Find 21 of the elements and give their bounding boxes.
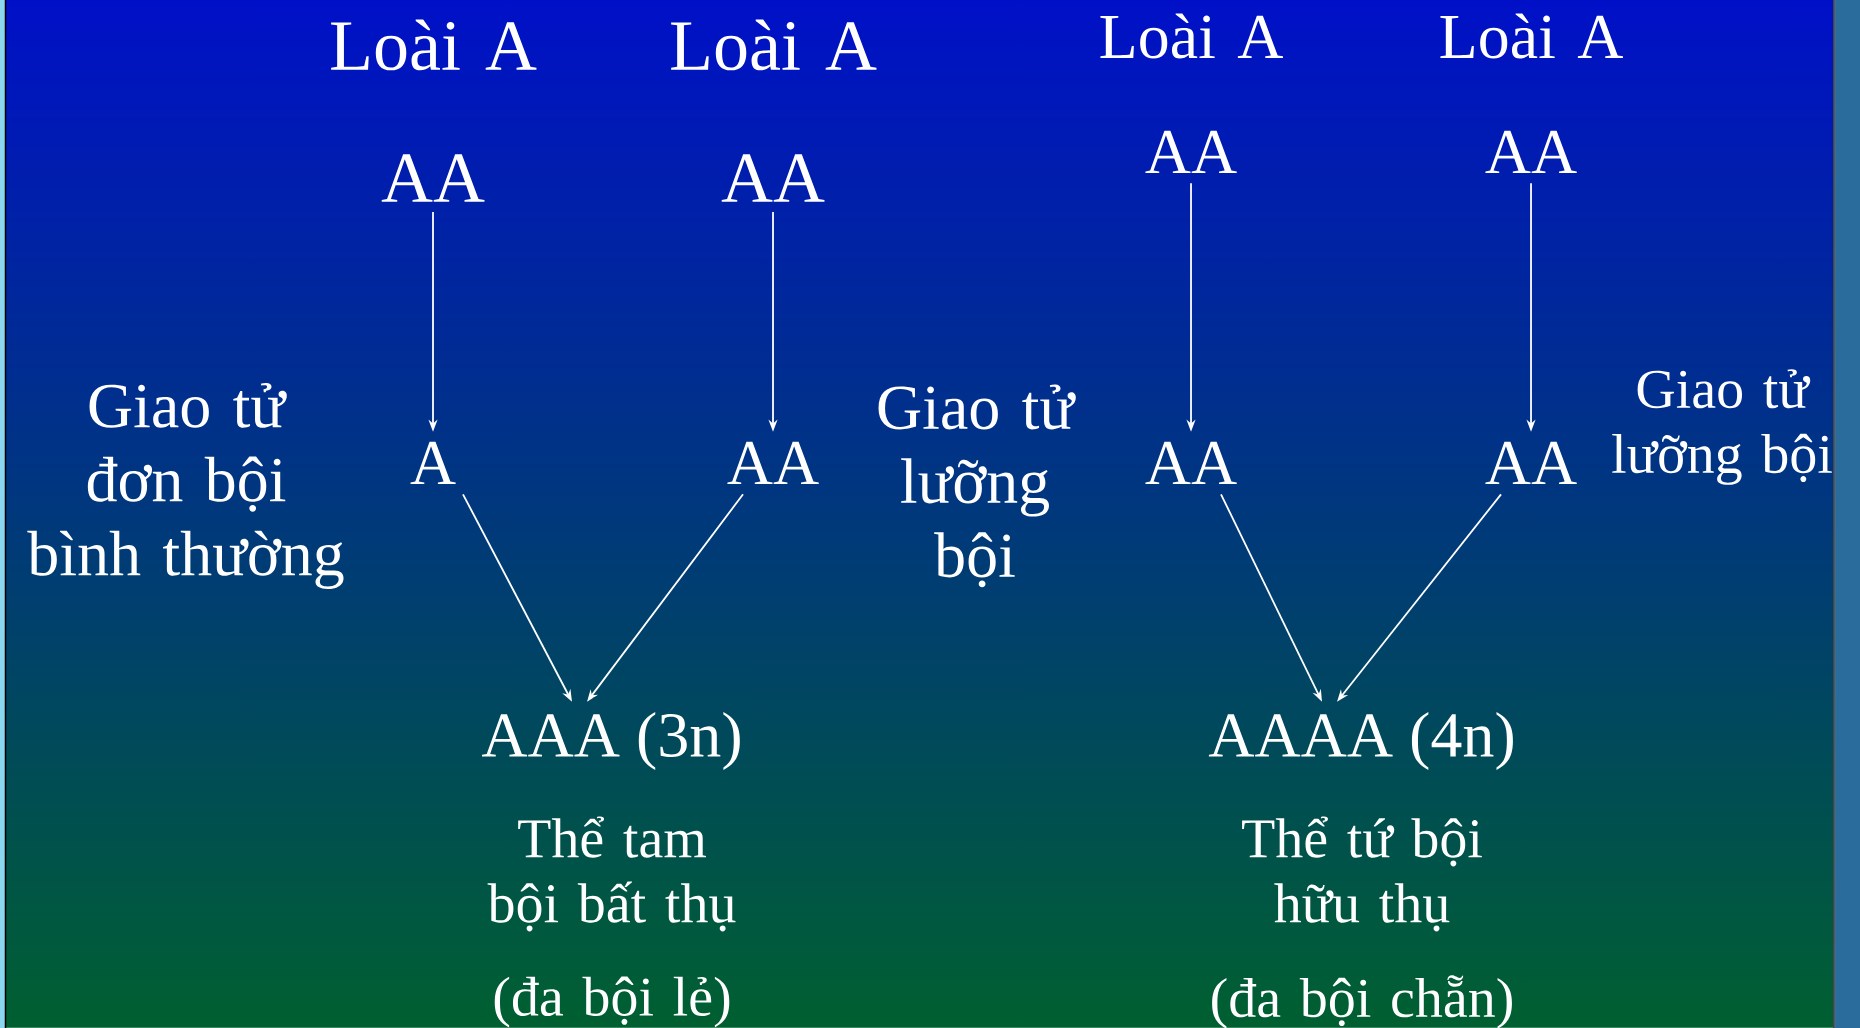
- genotype-text: AA: [1485, 130, 1577, 174]
- genotype-text: AA: [1145, 441, 1237, 485]
- species-label: Loài A: [331, 19, 537, 71]
- species-label: Loài A: [1100, 13, 1283, 59]
- description-text: (đa bội chẵn): [1212, 975, 1512, 1028]
- gamete-label: Giao tử đơn bội bình thường: [27, 383, 344, 589]
- gamete-label: Giao tử lưỡng bội: [878, 384, 1076, 588]
- genotype-text: AAAA (4n): [1208, 711, 1513, 770]
- species-label: Loài A: [671, 19, 877, 71]
- genotype-text: AA: [1485, 441, 1577, 485]
- genotype-text: AA: [721, 154, 825, 202]
- species-label: Loài A: [1440, 13, 1623, 59]
- genotype-text: AA: [727, 441, 819, 485]
- genotype-text: AA: [1145, 130, 1237, 174]
- genotype-text: AAA (3n): [482, 711, 740, 770]
- genotype-text: A: [410, 441, 456, 485]
- description-text: Thể tứ bội hữu thụ: [1242, 816, 1482, 932]
- description-text: Thể tam bội bất thụ: [487, 816, 736, 932]
- gamete-label: Giao tử lưỡng bội: [1612, 369, 1832, 485]
- genotype-text: AA: [381, 154, 485, 202]
- description-text: (đa bội lẻ): [494, 976, 730, 1028]
